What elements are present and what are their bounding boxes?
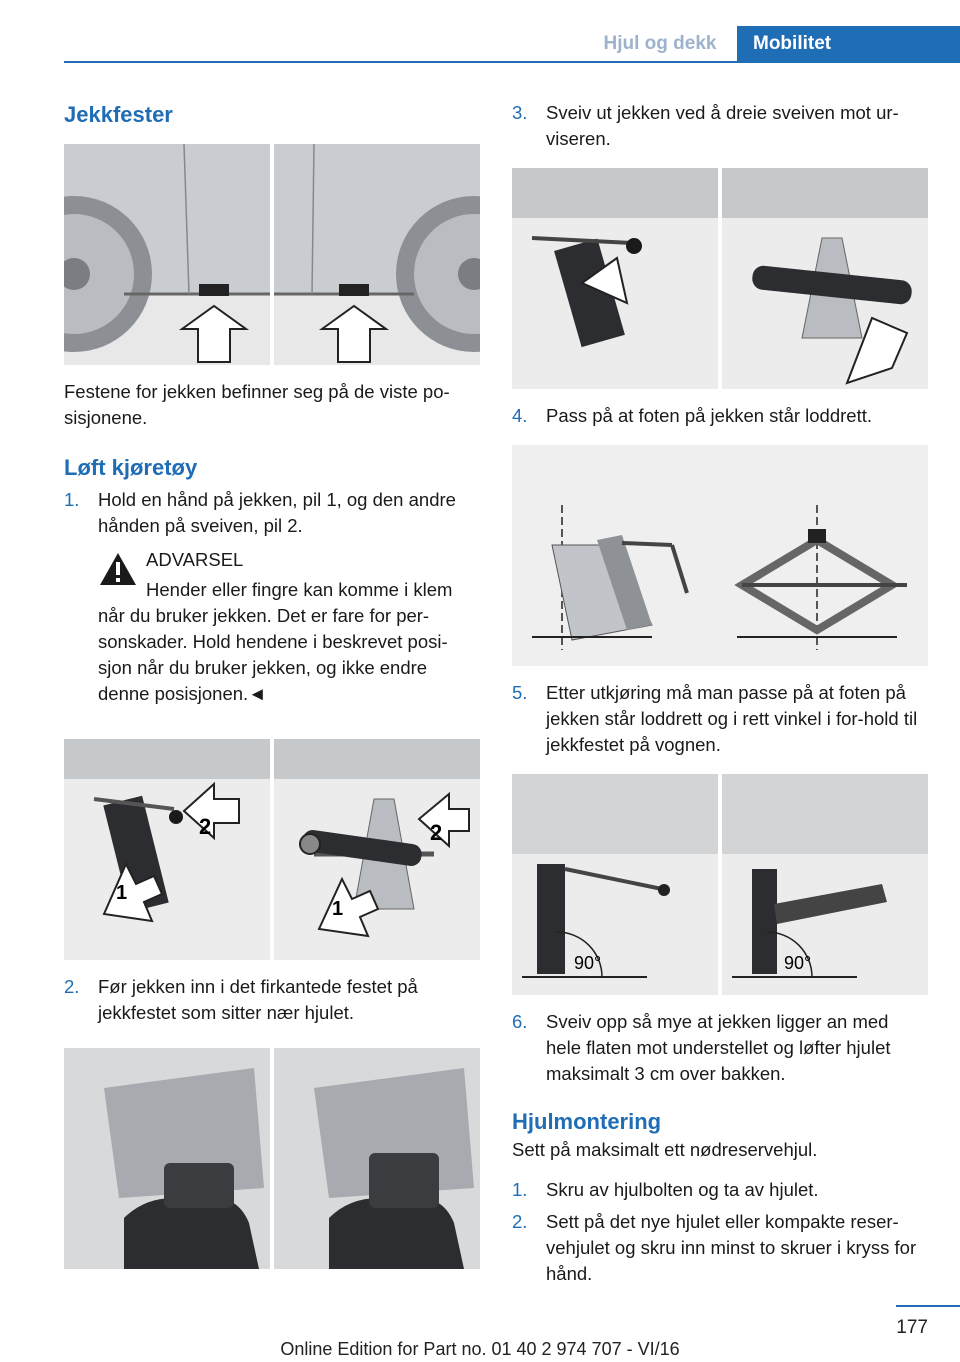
figure-jack-angle: 90° 90°	[512, 774, 928, 995]
heading-lift-vehicle: Løft kjøretøy	[64, 455, 198, 480]
step-number: 2.	[512, 1211, 528, 1232]
step-number: 4.	[512, 405, 528, 426]
footer-rule	[896, 1305, 960, 1307]
step-text: Sveiv ut jekken ved å dreie sveiven mot …	[546, 102, 899, 149]
intro-text: Festene for jekken befinner seg på de vi…	[64, 381, 450, 428]
header-chapter-tab[interactable]: Mobilitet	[737, 26, 960, 61]
step-3: 3. Sveiv ut jekken ved å dreie sveiven m…	[512, 100, 928, 152]
step-number: 1.	[512, 1179, 528, 1200]
step-5: 5. Etter utkjøring må man passe på at fo…	[512, 680, 928, 758]
angle-label-b: 90°	[784, 953, 811, 973]
mounting-intro: Sett på maksimalt ett nødreservehjul.	[512, 1139, 818, 1160]
step-text: Pass på at foten på jekken står loddrett…	[546, 405, 872, 426]
step-number: 1.	[64, 489, 80, 510]
figure-label-2: 2	[199, 814, 211, 839]
step-6: 6. Sveiv opp så mye at jekken ligger an …	[512, 1009, 928, 1087]
header-rule	[64, 61, 960, 63]
warning-body: når du bruker jekken. Det er fare for pe…	[98, 605, 448, 704]
heading-wheel-mounting: Hjulmontering	[512, 1109, 662, 1134]
figure-jack-vertical	[512, 445, 928, 666]
step-text: Hold en hånd på jekken, pil 1, og den an…	[98, 489, 456, 536]
left-column: Jekkfester Festene for jek	[64, 100, 480, 1269]
step-number: 6.	[512, 1011, 528, 1032]
step-text: Før jekken inn i det firkantede festet p…	[98, 976, 418, 1023]
mount-step-2: 2. Sett på det nye hjulet eller kompakte…	[512, 1209, 928, 1287]
page-number: 177	[896, 1317, 928, 1338]
heading-jack-points: Jekkfester	[64, 102, 173, 127]
step-4: 4. Pass på at foten på jekken står loddr…	[512, 403, 928, 429]
warning-title: ADVARSEL	[146, 549, 244, 570]
step-1: 1. Hold en hånd på jekken, pil 1, og den…	[64, 487, 480, 539]
header-section-tab[interactable]: Hjul og dekk	[603, 32, 717, 54]
angle-label: 90°	[574, 953, 601, 973]
step-text: Sveiv opp så mye at jekken ligger an med…	[546, 1011, 891, 1084]
step-number: 3.	[512, 102, 528, 123]
step-2: 2. Før jekken inn i det firkantede feste…	[64, 974, 480, 1026]
step-number: 5.	[512, 682, 528, 703]
step-number: 2.	[64, 976, 80, 997]
figure-hand-positions: 2 1 2 1	[64, 739, 480, 960]
step-text: Sett på det nye hjulet eller kompakte re…	[546, 1211, 917, 1284]
figure-crank-jack	[512, 168, 928, 389]
step-text: Etter utkjøring må man passe på at foten…	[546, 682, 918, 755]
right-column: 3. Sveiv ut jekken ved å dreie sveiven m…	[512, 100, 928, 1287]
warning-block: ADVARSEL Hender eller fingre kan komme i…	[64, 547, 480, 603]
figure-label-2b: 2	[430, 820, 442, 845]
footer-edition: Online Edition for Part no. 01 40 2 974 …	[280, 1339, 680, 1359]
figure-insert-jack	[64, 1048, 480, 1269]
warning-icon	[98, 551, 138, 603]
mount-step-1: 1. Skru av hjulbolten og ta av hjulet.	[512, 1177, 928, 1203]
figure-label-1b: 1	[332, 898, 343, 920]
figure-jack-points	[64, 144, 480, 365]
warning-first-line: Hender eller fingre kan komme i klem	[146, 579, 453, 600]
figure-label-1: 1	[116, 882, 127, 904]
step-text: Skru av hjulbolten og ta av hjulet.	[546, 1179, 819, 1200]
